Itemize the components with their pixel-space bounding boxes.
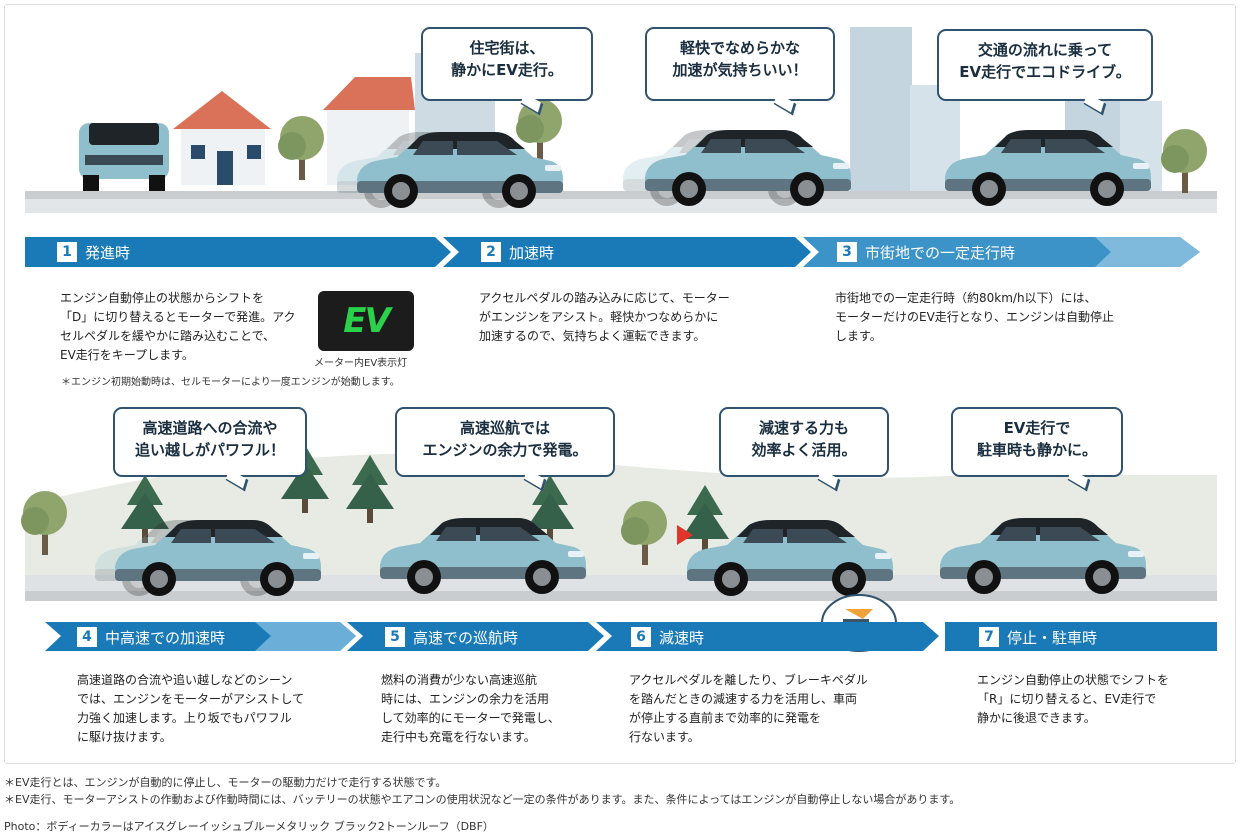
bubble-highway-cruise: 高速巡航ではエンジンの余力で発電。: [395, 407, 615, 477]
footer-photo-caption: Photo：ボディーカラーはアイスグレーイッシュブルーメタリック ブラック2トー…: [4, 820, 494, 833]
ev-indicator-caption: メーター内EV表示灯: [314, 358, 408, 369]
bubble-parking: EV走行で駐車時も静かに。: [951, 407, 1123, 477]
step-4-description: 高速道路の合流や追い越しなどのシーン では、エンジンをモーターがアシストして 力…: [77, 673, 305, 744]
bubble-residential: 住宅街は、静かにEV走行。: [421, 27, 593, 101]
step-1-label: 発進時: [85, 243, 131, 262]
step-3-description: 市街地での一定走行時（約80km/h以下）には、 モーターだけのEV走行となり、…: [835, 291, 1114, 343]
step-4-label: 中高速での加速時: [105, 628, 226, 647]
step-5-label: 高速での巡航時: [413, 628, 519, 647]
bubble-highway-merge: 高速道路への合流や追い越しがパワフル！: [113, 407, 307, 477]
step-2-label: 加速時: [509, 243, 555, 262]
footer-note-ev-definition: ＊EV走行とは、エンジンが自動的に停止し、モーターの駆動力だけで走行する状態です…: [4, 776, 447, 789]
bubble-deceleration: 減速する力も効率よく活用。: [719, 407, 889, 477]
step-6-label: 減速時: [659, 628, 705, 647]
infographic-card: 住宅街は、静かにEV走行。 軽快でなめらかな加速が気持ちいい！ 交通の流れに乗っ…: [4, 4, 1236, 764]
step-2-description: アクセルペダルの踏み込みに応じて、モーター がエンジンをアシスト。軽快かつなめら…: [479, 291, 730, 343]
step-7-description: エンジン自動停止の状態でシフトを 「R」に切り替えると、EV走行で 静かに後退で…: [977, 673, 1170, 725]
step-6-description: アクセルペダルを離したり、ブレーキペダル を踏んだときの減速する力を活用し、車両…: [629, 673, 868, 744]
step-7-label: 停止・駐車時: [1007, 628, 1098, 647]
bubble-acceleration: 軽快でなめらかな加速が気持ちいい！: [645, 27, 835, 101]
ev-indicator-icon: EV: [318, 291, 414, 351]
step-1-description: エンジン自動停止の状態からシフトを 「D」に切り替えるとモーターで発進。アク セ…: [60, 291, 296, 362]
engine-start-note: ＊エンジン初期始動時は、セルモーターにより一度エンジンが始動します。: [61, 377, 400, 388]
step-5-description: 燃料の消費が少ない高速巡航 時には、エンジンの余力を活用 して効率的にモーターで…: [381, 673, 560, 744]
footer-note-conditions: ＊EV走行、モーターアシストの作動および作動時間には、バッテリーの状態やエアコン…: [4, 793, 961, 806]
step-3-label: 市街地での一定走行時: [865, 243, 1016, 262]
